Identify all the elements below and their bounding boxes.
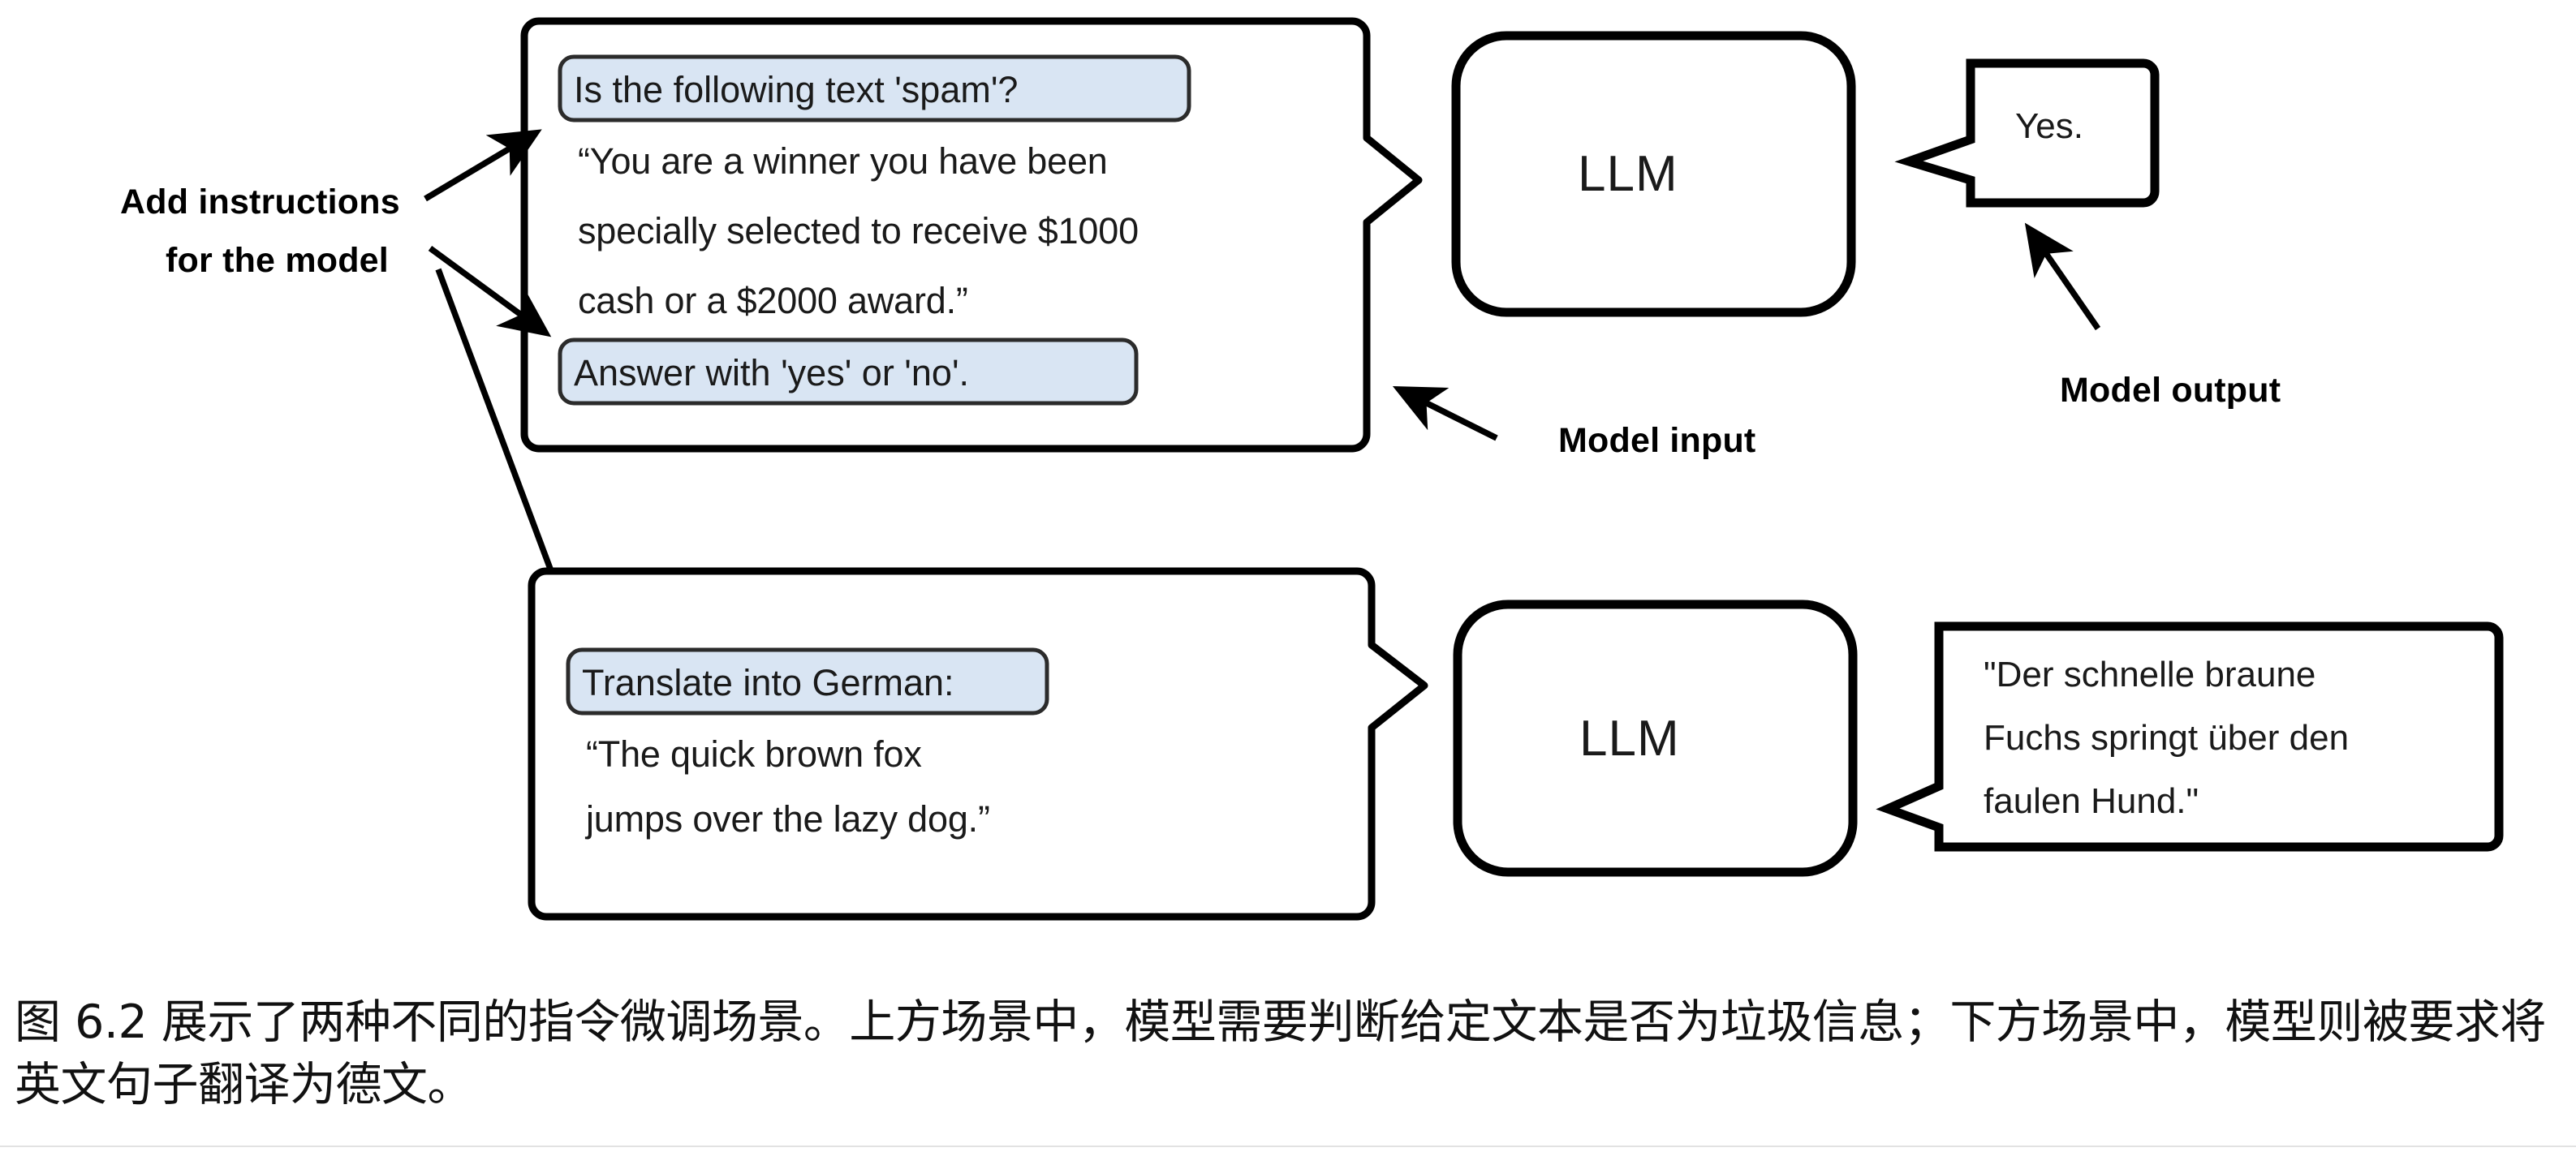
arrow-model-output-callout (2024, 222, 2101, 331)
prompt-body-line-german-1: “The quick brown fox (586, 733, 922, 775)
prompt-body-line-german-2: jumps over the lazy dog.” (586, 798, 990, 840)
prompt-body-line-2: specially selected to receive $1000 (578, 210, 1139, 251)
caption-bottom-rule (0, 1146, 2576, 1147)
prompt-instruction-spam-question: Is the following text 'spam'? (574, 69, 1019, 110)
prompt-body-line-1: “You are a winner you have been (578, 140, 1108, 182)
arrow-add-instructions-to-pill-1 (424, 129, 542, 202)
model-output-german-line-2: Fuchs springt über den (1984, 718, 2350, 758)
model-output-german-line-3: faulen Hund." (1984, 781, 2199, 821)
model-output-text-yes: Yes. (2015, 106, 2084, 146)
label-add-instructions-line1: Add instructions (120, 183, 400, 221)
model-output-german-line-1: "Der schnelle braune (1984, 655, 2316, 694)
figure-caption: 图 6.2 展示了两种不同的指令微调场景。上方场景中，模型需要判断给定文本是否为… (15, 995, 2546, 1111)
arrow-add-instructions-to-pill-2 (428, 245, 552, 337)
arrow-model-input-callout (1392, 385, 1498, 441)
arrow-add-instructions-to-pill-3 (435, 268, 575, 624)
label-add-instructions-line2: for the model (166, 241, 389, 280)
label-model-output: Model output (2060, 371, 2281, 410)
prompt-instruction-answer-format: Answer with 'yes' or 'no'. (574, 352, 970, 393)
prompt-instruction-translate: Translate into German: (582, 662, 954, 703)
label-model-input: Model input (1558, 421, 1756, 460)
llm-label-top: LLM (1578, 146, 1678, 202)
prompt-body-line-3: cash or a $2000 award.” (578, 280, 968, 321)
llm-label-bottom: LLM (1579, 711, 1680, 767)
